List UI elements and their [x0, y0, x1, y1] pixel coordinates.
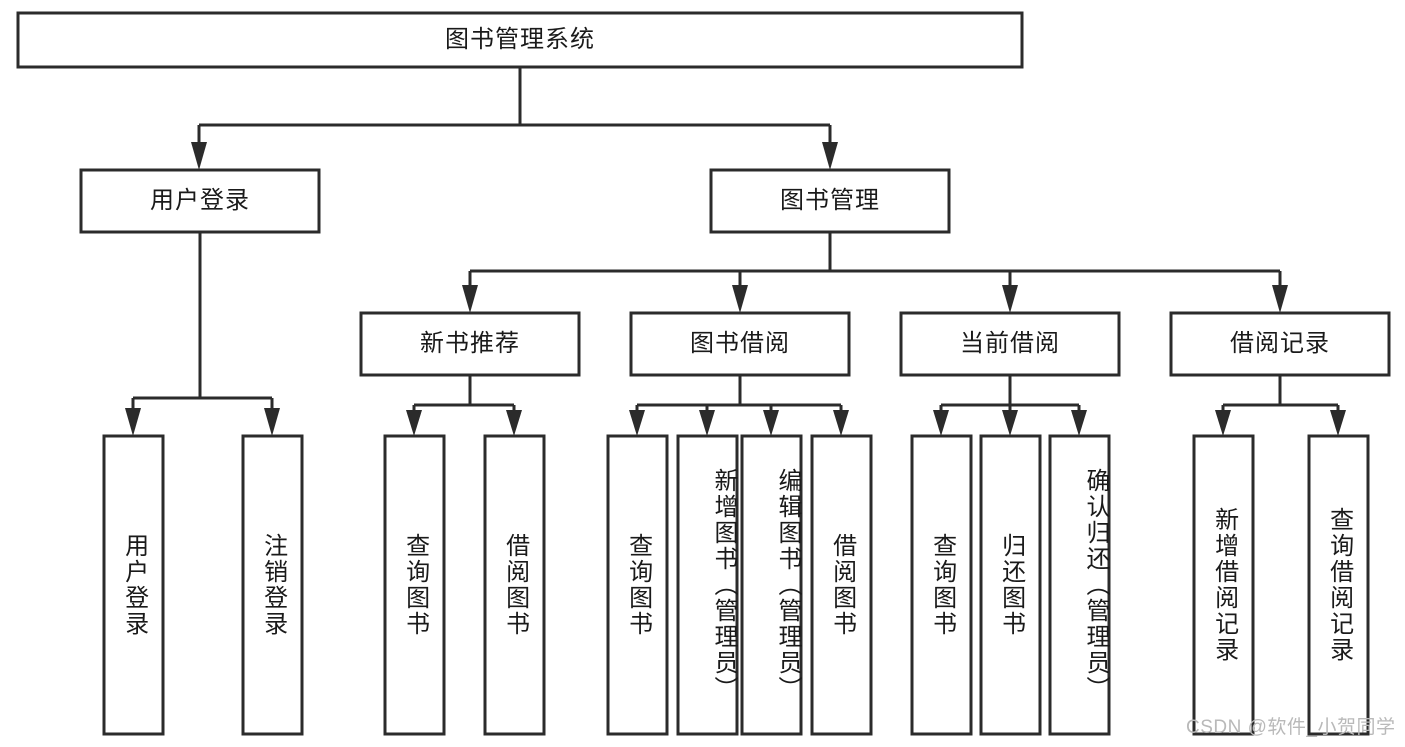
arrow-head-leaf-query-book-2 [629, 410, 645, 436]
node-leaf-edit-book[interactable] [740, 434, 803, 736]
arrow-head-leaf-return-book [1002, 410, 1018, 436]
arrow-head-new-book-recommend [462, 285, 478, 313]
node-leaf-borrow-book-2[interactable] [810, 434, 873, 736]
node-leaf-confirm-return[interactable] [1048, 434, 1111, 736]
node-root[interactable] [16, 11, 1024, 69]
node-user-login[interactable] [79, 168, 321, 234]
node-book-management[interactable] [709, 168, 951, 234]
node-leaf-add-record[interactable] [1192, 434, 1255, 736]
arrow-head-leaf-borrow-book-1 [506, 410, 522, 436]
arrow-head-book-management [822, 142, 838, 170]
arrow-head-book-borrow [732, 285, 748, 313]
arrow-head-leaf-query-record [1330, 410, 1346, 436]
arrow-head-current-borrow [1002, 285, 1018, 313]
arrow-head-user-login [191, 142, 207, 170]
node-leaf-query-record[interactable] [1307, 434, 1370, 736]
node-book-borrow[interactable] [629, 311, 851, 377]
node-leaf-query-book-1[interactable] [383, 434, 446, 736]
arrow-head-borrow-record [1272, 285, 1288, 313]
arrow-head-leaf-query-book-1 [406, 410, 422, 436]
node-leaf-add-book[interactable] [676, 434, 739, 736]
node-leaf-borrow-book-1[interactable] [483, 434, 546, 736]
node-new-book-recommend[interactable] [359, 311, 581, 377]
arrow-head-leaf-user-login [125, 408, 141, 436]
node-leaf-logout-login[interactable] [241, 434, 304, 736]
arrow-head-leaf-borrow-book-2 [833, 410, 849, 436]
node-leaf-return-book[interactable] [979, 434, 1042, 736]
arrow-head-leaf-query-book-3 [933, 410, 949, 436]
node-leaf-user-login[interactable] [102, 434, 165, 736]
arrow-head-leaf-confirm-return [1071, 410, 1087, 436]
arrow-head-leaf-add-book [699, 410, 715, 436]
node-leaf-query-book-2[interactable] [606, 434, 669, 736]
node-leaf-query-book-3[interactable] [910, 434, 973, 736]
node-borrow-record[interactable] [1169, 311, 1391, 377]
arrow-head-leaf-logout-login [264, 408, 280, 436]
node-current-borrow[interactable] [899, 311, 1121, 377]
csdn-watermark: CSDN @软件_小贺同学 [1186, 717, 1396, 738]
arrow-head-leaf-add-record [1215, 410, 1231, 436]
arrow-head-leaf-edit-book [763, 410, 779, 436]
